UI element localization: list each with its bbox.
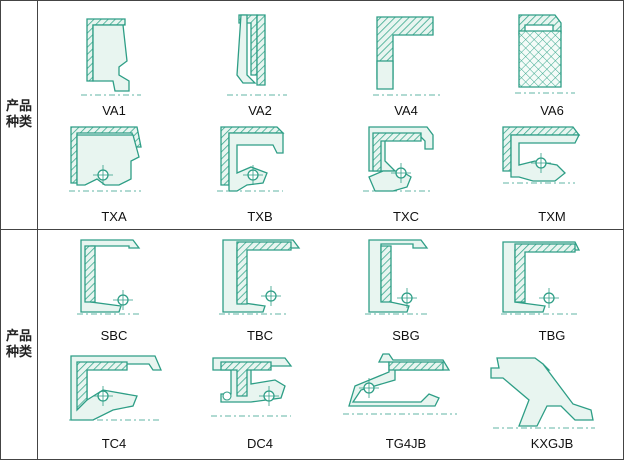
product-row-2: 产品种类 SBC TBC (1, 230, 623, 459)
product-label: SBC (100, 328, 128, 343)
product-label: VA6 (540, 103, 564, 118)
product-cell-va4[interactable]: VA4 (333, 1, 479, 118)
sbc-seal-icon (77, 239, 141, 315)
product-cell-dc4[interactable]: DC4 (187, 344, 333, 458)
product-row-1: 产品种类 VA1 VA2 (1, 1, 623, 230)
product-label: VA4 (394, 103, 418, 118)
product-label: TBC (247, 328, 273, 343)
product-cell-va6[interactable]: VA6 (479, 1, 624, 118)
product-label: DC4 (246, 436, 273, 451)
product-cell-va1[interactable]: VA1 (41, 1, 187, 118)
product-label: VA1 (102, 103, 126, 118)
product-label: SBG (392, 328, 420, 343)
va4-seal-icon (373, 16, 443, 96)
product-label: TXA (101, 209, 127, 224)
sbg-seal-icon (365, 239, 429, 315)
row-header-2: 产品种类 (1, 230, 38, 459)
product-cell-txb[interactable]: TXB (187, 115, 333, 229)
kxgjb-seal-icon (490, 357, 595, 429)
va1-seal-icon (81, 18, 141, 96)
row-header-label: 产品种类 (6, 99, 33, 130)
product-cell-tc4[interactable]: TC4 (41, 344, 187, 458)
product-label: TXM (538, 209, 566, 224)
product-label: TG4JB (385, 436, 427, 451)
product-cell-tbg[interactable]: TBG (479, 230, 624, 344)
product-cell-tg4jb[interactable]: TG4JB (333, 344, 479, 458)
product-label: VA2 (248, 103, 272, 118)
va6-seal-icon (515, 14, 575, 94)
tg4jb-seal-icon (343, 353, 457, 415)
row-header-1: 产品种类 (1, 1, 38, 229)
product-label: TXC (393, 209, 419, 224)
product-label: TBG (538, 328, 566, 343)
product-cell-tbc[interactable]: TBC (187, 230, 333, 344)
row-header-label: 产品种类 (6, 328, 33, 360)
product-cell-txm[interactable]: TXM (479, 115, 624, 229)
product-label: TXB (247, 209, 273, 224)
product-cell-txc[interactable]: TXC (333, 115, 479, 229)
tc4-seal-icon (69, 355, 162, 421)
va2-seal-icon (227, 14, 287, 96)
product-cell-va2[interactable]: VA2 (187, 1, 333, 118)
txc-seal-icon (363, 126, 434, 192)
dc4-seal-icon (211, 357, 293, 417)
txa-seal-icon (69, 126, 142, 192)
product-cell-sbc[interactable]: SBC (41, 230, 187, 344)
product-label: TC4 (101, 436, 127, 451)
product-cell-txa[interactable]: TXA (41, 115, 187, 229)
txb-seal-icon (217, 126, 285, 192)
product-label: KXGJB (530, 436, 574, 451)
product-cell-sbg[interactable]: SBG (333, 230, 479, 344)
txm-seal-icon (502, 126, 581, 184)
tbc-seal-icon (219, 239, 301, 315)
product-cell-kxgjb[interactable]: KXGJB (479, 344, 624, 458)
tbg-seal-icon (501, 241, 581, 315)
